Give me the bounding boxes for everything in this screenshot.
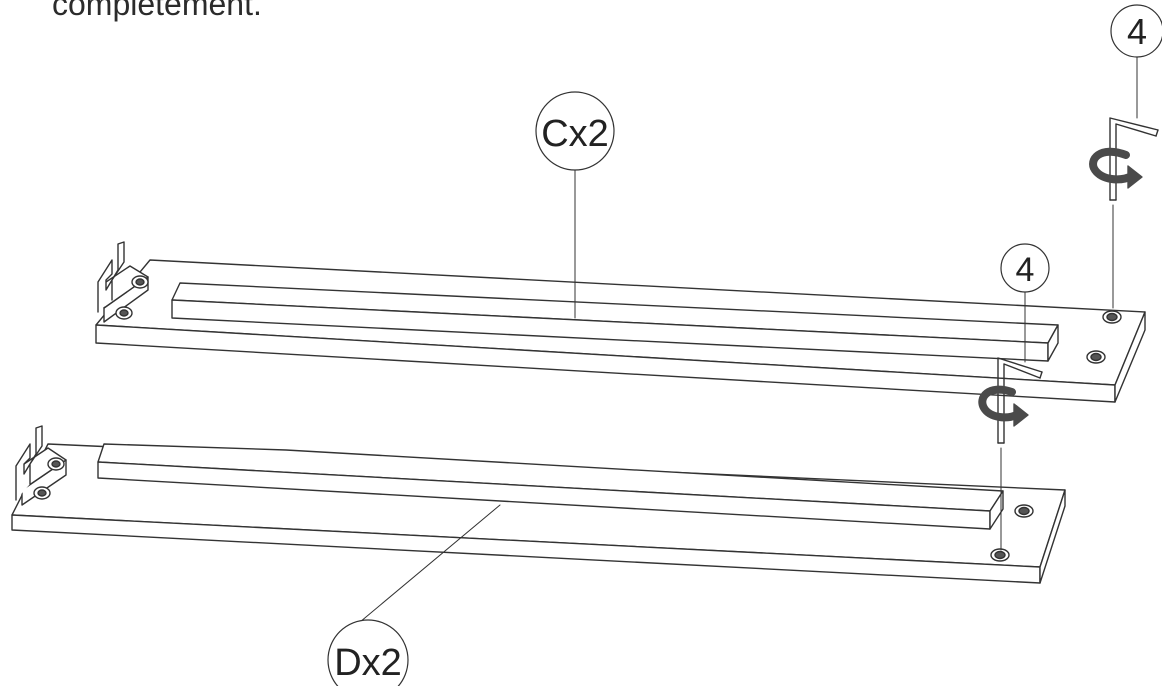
callout-tool-top: 4	[1110, 4, 1162, 119]
cam-lock-icon	[1086, 350, 1106, 364]
cam-lock-icon	[1014, 504, 1034, 518]
allen-key-icon	[1109, 117, 1159, 309]
rotate-arrow-icon	[1089, 147, 1143, 189]
panel-c-rail	[171, 282, 1059, 362]
panel-d-rail	[97, 443, 1004, 530]
instruction-text: complètement.	[52, 0, 262, 22]
label-dx2: Dx2	[334, 642, 402, 684]
callout-part-d: Dx2	[327, 504, 501, 686]
rotate-arrow-icon	[978, 385, 1029, 427]
label-tool-top: 4	[1127, 11, 1147, 52]
label-tool-mid: 4	[1016, 251, 1035, 289]
callout-tool-mid: 4	[1000, 243, 1050, 363]
metal-bracket-icon	[97, 241, 149, 323]
cam-lock-icon	[1102, 310, 1122, 324]
label-cx2: Cx2	[541, 113, 609, 155]
metal-bracket-icon	[15, 425, 67, 506]
callout-part-c: Cx2	[535, 91, 615, 319]
panel-c	[95, 241, 1146, 403]
panel-d	[11, 425, 1066, 584]
cam-lock-icon	[990, 548, 1010, 562]
